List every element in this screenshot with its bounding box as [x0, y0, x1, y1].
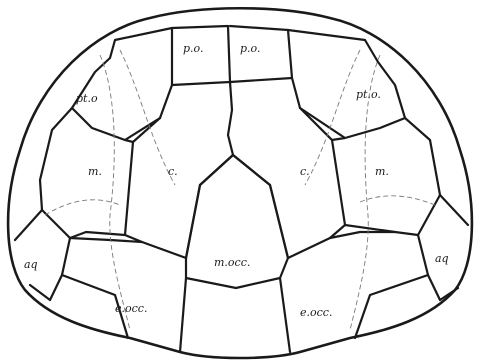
eocc-plate-left [62, 238, 186, 352]
label-pto-left: pt.o [76, 92, 98, 105]
label-po-left: p.o. [183, 42, 203, 55]
label-aq-right: aq [435, 252, 449, 265]
pto-plate-left [72, 28, 172, 142]
c-plate-left [125, 85, 233, 258]
label-eocc-right: e.occ. [300, 306, 332, 319]
label-c-left: c. [168, 165, 178, 178]
label-po-right: p.o. [240, 42, 260, 55]
label-m-left: m. [88, 165, 102, 178]
po-plate-left [172, 26, 230, 85]
midline-suture [228, 82, 233, 155]
skull-outline [8, 8, 472, 358]
label-aq-left: aq [24, 258, 38, 271]
label-c-right: c. [300, 165, 310, 178]
pto-plate-right [288, 30, 405, 140]
label-pto-right: pt.o. [356, 88, 381, 101]
label-mocc: m.occ. [214, 256, 250, 269]
m-plate-right [345, 118, 440, 235]
eocc-plate-right [280, 232, 428, 352]
label-m-right: m. [375, 165, 389, 178]
m-plate-left [40, 108, 125, 238]
label-eocc-left: e.occ. [115, 302, 147, 315]
